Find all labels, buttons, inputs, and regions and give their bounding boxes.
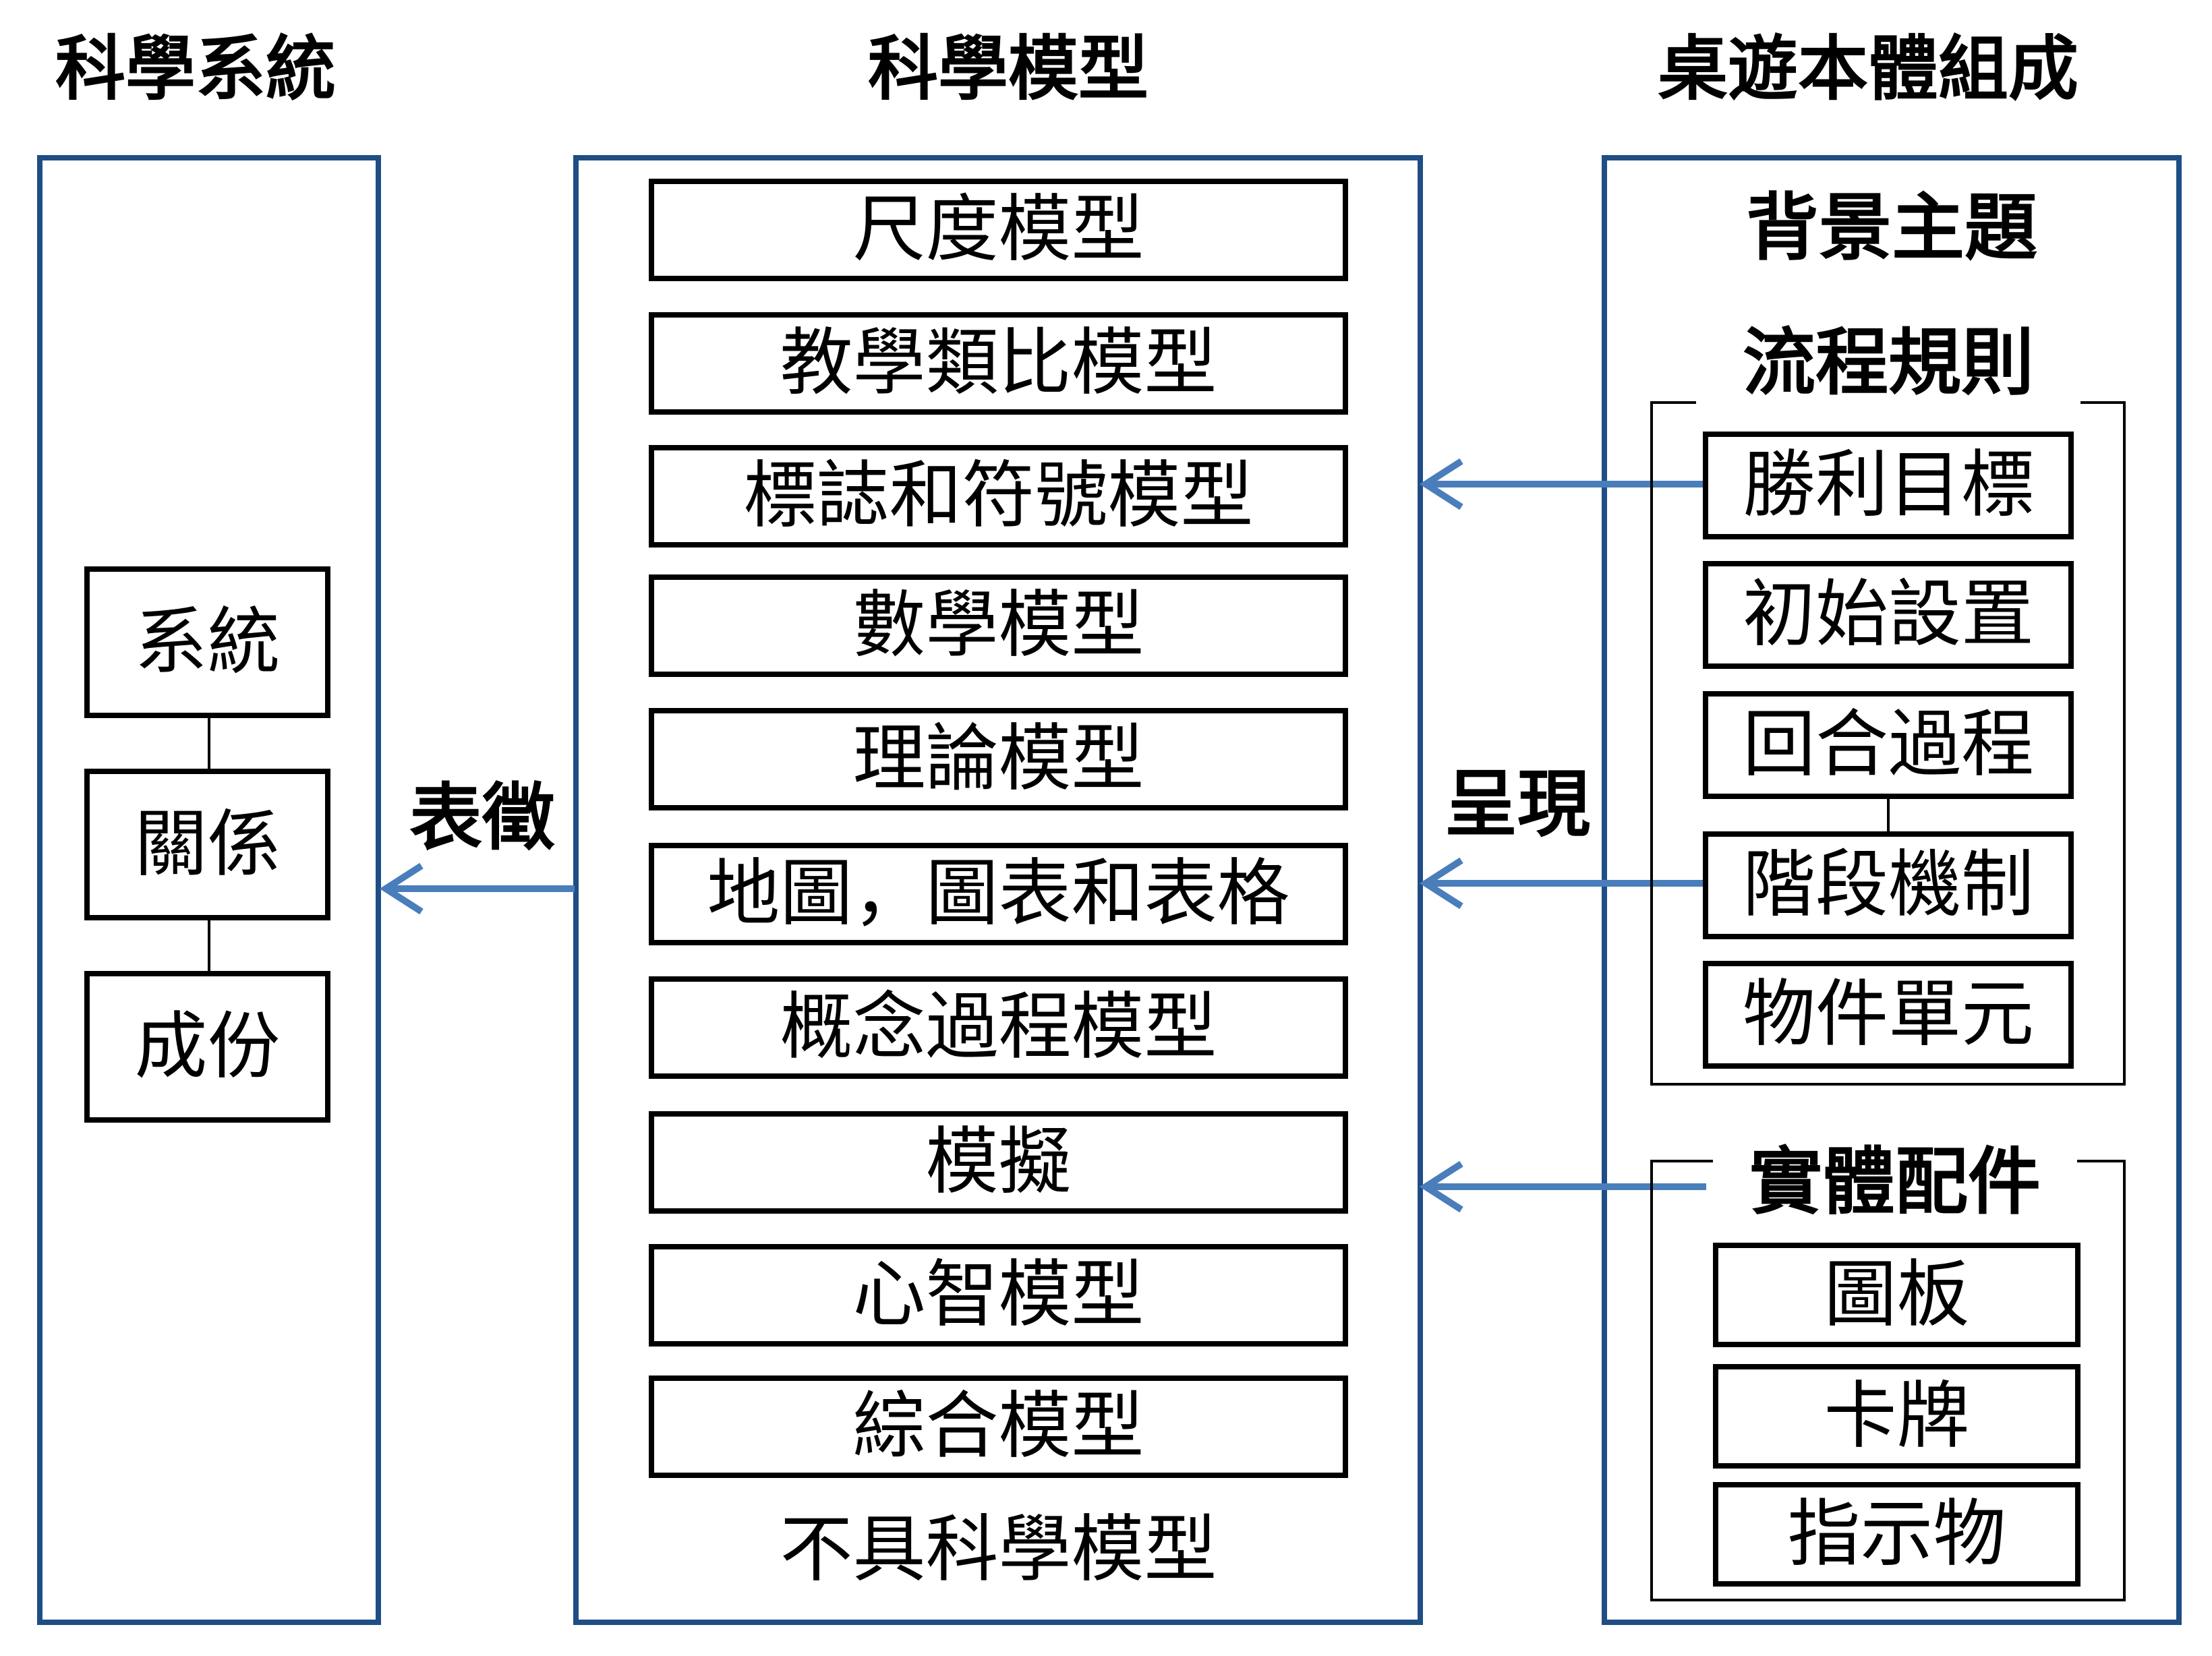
card-box: 卡牌 bbox=[1713, 1364, 2080, 1469]
arrow-goal-head bbox=[1419, 458, 1463, 510]
arrow-represent-head bbox=[379, 862, 424, 915]
system-column-title: 科學系統 bbox=[55, 28, 336, 110]
physical-label: 實體配件 bbox=[1749, 1140, 2041, 1224]
relation-box: 關係 bbox=[84, 769, 330, 920]
setup-box: 初始設置 bbox=[1703, 561, 2074, 669]
model-box-mental: 心智模型 bbox=[649, 1244, 1348, 1347]
model-box-analogy: 教學類比模型 bbox=[649, 312, 1348, 415]
turn-box: 回合過程 bbox=[1703, 691, 2074, 799]
model-box-theory: 理論模型 bbox=[649, 708, 1348, 810]
object-box: 物件單元 bbox=[1703, 961, 2074, 1069]
model-box-process: 概念過程模型 bbox=[649, 976, 1348, 1079]
arrow-physical-head bbox=[1419, 1160, 1463, 1213]
flow-rules-label: 流程規則 bbox=[1742, 321, 2034, 405]
theme-label: 背景主題 bbox=[1745, 186, 2037, 270]
system-box: 系統 bbox=[84, 566, 330, 718]
non-model-label: 不具科學模型 bbox=[780, 1508, 1217, 1592]
models-column-title: 科學模型 bbox=[867, 28, 1148, 110]
model-box-map: 地圖，圖表和表格 bbox=[649, 843, 1348, 945]
arrow-phase-head bbox=[1419, 857, 1463, 910]
model-box-math: 數學模型 bbox=[649, 574, 1348, 677]
goal-box: 勝利目標 bbox=[1703, 432, 2074, 539]
game-column-title: 桌遊本體組成 bbox=[1657, 28, 2078, 110]
component-box: 成份 bbox=[84, 971, 330, 1123]
model-box-simulation: 模擬 bbox=[649, 1111, 1348, 1214]
model-box-synthesis: 綜合模型 bbox=[649, 1376, 1348, 1478]
phase-box: 階段機制 bbox=[1703, 831, 2074, 939]
present-label: 呈現 bbox=[1444, 763, 1590, 847]
model-box-scale: 尺度模型 bbox=[649, 179, 1348, 281]
token-box: 指示物 bbox=[1713, 1482, 2080, 1587]
board-box: 圖板 bbox=[1713, 1243, 2080, 1347]
model-box-symbol: 標誌和符號模型 bbox=[649, 445, 1348, 548]
represent-label: 表徵 bbox=[409, 776, 555, 860]
